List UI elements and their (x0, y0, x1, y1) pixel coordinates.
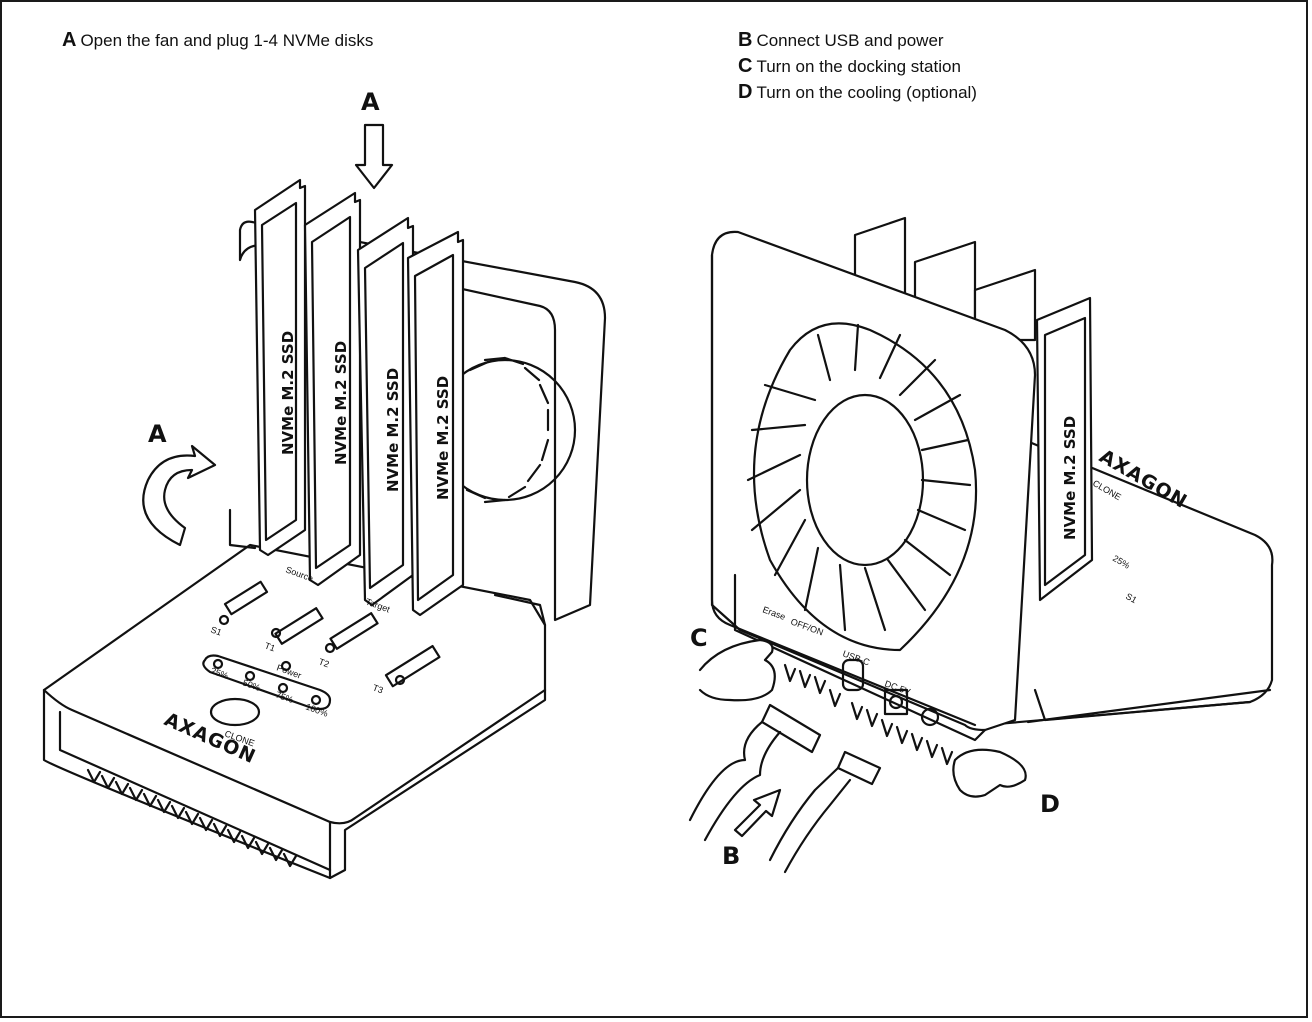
slot-label-s1: S1 (209, 624, 223, 637)
hand-d (952, 748, 1027, 798)
rotate-arrow-icon (142, 444, 217, 547)
right-docking-station (688, 216, 1274, 874)
right-slot-label: S1 (1124, 591, 1139, 605)
right-fan (746, 322, 978, 652)
slot-label-t2: T2 (317, 656, 330, 669)
slot-label-t3: T3 (371, 682, 384, 695)
down-arrow-icon (354, 123, 394, 190)
callout-d: D (1040, 790, 1060, 818)
callout-c: C (690, 624, 708, 652)
dc-plug (836, 750, 882, 786)
instruction-d-text: Turn on the cooling (optional) (756, 83, 977, 102)
left-ssd-3 (329, 216, 415, 650)
instruction-c-text: Turn on the docking station (756, 57, 961, 76)
dc-port (883, 688, 909, 716)
instruction-a-text: Open the fan and plug 1-4 NVMe disks (80, 31, 374, 50)
left-ssd-label-4: NVMe M.2 SSD (434, 376, 452, 500)
insert-arrow-icon (733, 788, 782, 838)
instruction-d-letter: D (738, 81, 753, 103)
callout-a-top: A (361, 88, 380, 116)
hand-c (698, 638, 776, 702)
left-ssd-label-1: NVMe M.2 SSD (279, 331, 297, 455)
usb-c-port (841, 658, 865, 692)
right-ssd-label: NVMe M.2 SSD (1061, 416, 1079, 540)
instruction-c-letter: C (738, 55, 753, 77)
left-ssd-label-3: NVMe M.2 SSD (384, 368, 402, 492)
right-ssd-front (1035, 296, 1094, 602)
slot-label-t1: T1 (263, 640, 276, 653)
left-docking-station (42, 123, 607, 880)
callout-b: B (722, 842, 741, 870)
left-ssd-2 (274, 191, 362, 645)
instruction-b-letter: B (738, 29, 753, 51)
callout-a-side: A (148, 420, 167, 448)
left-ssd-label-2: NVMe M.2 SSD (332, 341, 350, 465)
instruction-b-text: Connect USB and power (756, 31, 944, 50)
left-ssd-1 (223, 178, 307, 616)
instruction-a-letter: A (62, 29, 77, 51)
usb-c-plug (760, 703, 822, 754)
left-vents (86, 768, 298, 868)
left-ssd-4 (384, 230, 465, 688)
